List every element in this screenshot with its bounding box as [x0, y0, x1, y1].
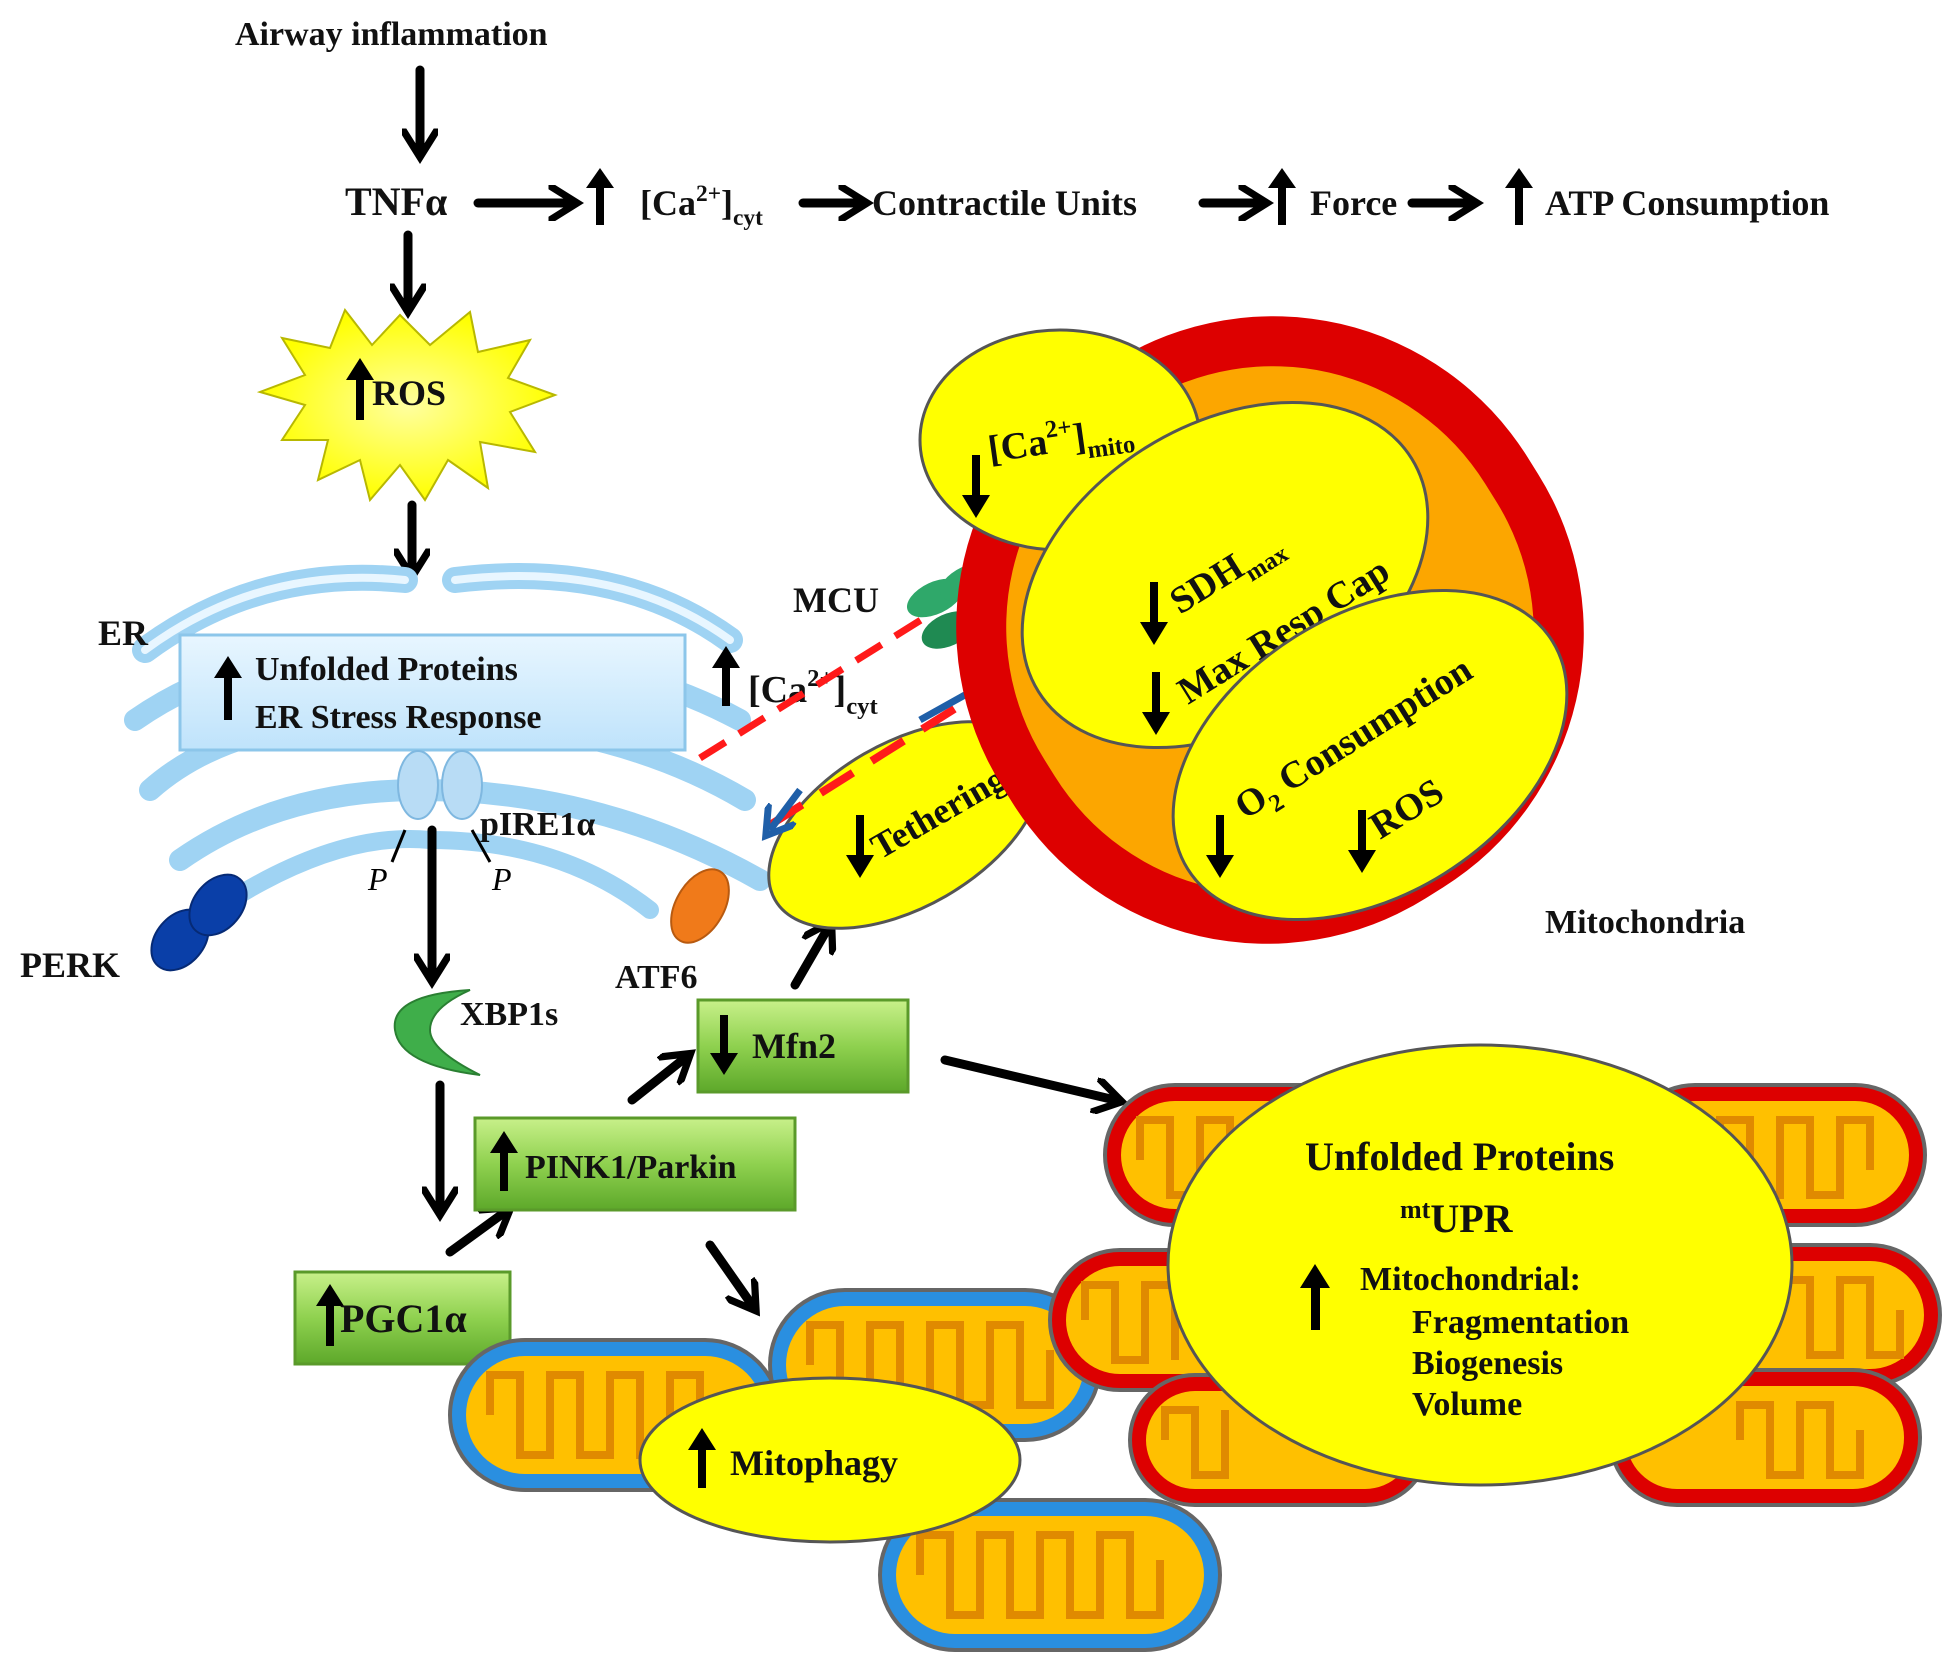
- ca-cyt-side-label: [Ca2+]cyt: [748, 665, 878, 720]
- up-arrow-icon: [586, 168, 614, 225]
- phospho-line: [470, 829, 492, 863]
- xbp1s-icon: [393, 989, 481, 1076]
- ca-mito-label: [Ca2+]mito: [985, 405, 1137, 478]
- atp-consumption-label: ATP Consumption: [1545, 183, 1829, 223]
- up-arrow-icon: [490, 1131, 518, 1191]
- up-arrow-icon: [346, 358, 374, 420]
- perk-label: PERK: [20, 945, 120, 985]
- ca-cyt-top-label: [Ca2+]cyt: [640, 181, 763, 231]
- airway-inflammation-label: Airway inflammation: [235, 16, 548, 53]
- mfn2-label: Mfn2: [752, 1026, 836, 1066]
- mitochondrial-label: Mitochondrial:: [1360, 1261, 1581, 1298]
- mitochondria-label: Mitochondria: [1545, 904, 1745, 941]
- up-arrow-icon: [1505, 168, 1533, 225]
- er-stress-response-label: ER Stress Response: [255, 699, 542, 736]
- unfolded-proteins-label: Unfolded Proteins: [255, 651, 518, 688]
- perk-icon: [150, 873, 248, 972]
- down-arrow-icon: [1140, 582, 1168, 645]
- arrow-pink1-to-mfn2: [627, 1058, 685, 1105]
- blue-arrow-to-er: [770, 787, 803, 830]
- atf6-icon: [670, 868, 730, 944]
- er-label: ER: [98, 613, 149, 653]
- down-arrow-icon: [1206, 815, 1234, 878]
- down-arrow-icon: [1348, 810, 1376, 873]
- mitophagy-ellipse: [638, 1376, 1022, 1544]
- up-arrow-icon: [316, 1284, 344, 1346]
- arrow-pink1-to-mitophagy: [705, 1240, 752, 1305]
- ros-starburst: [256, 307, 558, 503]
- down-arrow-icon: [710, 1015, 738, 1075]
- pink1-parkin-box: PINK1/Parkin: [473, 1116, 797, 1212]
- pgc1a-box: PGC1α: [293, 1270, 512, 1366]
- down-arrow-icon: [962, 455, 990, 518]
- o2-ros-ellipse: [1171, 588, 1569, 922]
- arrow-pgc1a-to-pink1: [445, 1212, 505, 1257]
- biogenesis-label: Biogenesis: [1412, 1345, 1563, 1382]
- xbp1s-label: XBP1s: [460, 996, 558, 1033]
- phospho-line: [390, 829, 407, 863]
- ros-label: ROS: [372, 373, 446, 413]
- up-arrow-icon: [214, 656, 242, 720]
- phospho-p-left: P: [367, 861, 388, 897]
- contractile-units-label: Contractile Units: [872, 183, 1137, 223]
- volume-label: Volume: [1412, 1386, 1522, 1423]
- mt-upr-ellipse: [1166, 1043, 1794, 1487]
- down-arrow-icon: [1142, 672, 1170, 735]
- up-arrow-icon: [1268, 168, 1296, 225]
- pire1a-label: pIRE1α: [480, 806, 595, 843]
- atf6-label: ATF6: [615, 959, 697, 996]
- tnf-label: TNFα: [345, 179, 447, 224]
- dashed-ca-to-mcu: [698, 530, 1065, 761]
- mt-unfolded-proteins-label: Unfolded Proteins: [1305, 1134, 1614, 1179]
- up-arrow-icon: [1300, 1264, 1330, 1330]
- mt-upr-label: mtUPR: [1400, 1195, 1514, 1241]
- mitophagy-label: Mitophagy: [730, 1443, 898, 1483]
- mcu-label: MCU: [793, 580, 879, 620]
- ire1-receptor: [397, 750, 483, 820]
- down-arrow-icon: [846, 815, 874, 878]
- up-arrow-icon: [712, 646, 740, 706]
- pink1-parkin-label: PINK1/Parkin: [525, 1149, 737, 1186]
- mfn2-box: Mfn2: [696, 998, 910, 1094]
- arrow-mfn2-to-tethering: [790, 928, 828, 990]
- up-arrow-icon: [688, 1428, 716, 1488]
- er-stress-box: [178, 633, 687, 752]
- force-label: Force: [1310, 183, 1397, 223]
- phospho-p-right: P: [491, 861, 512, 897]
- fragmentation-label: Fragmentation: [1412, 1304, 1629, 1341]
- pgc1a-label: PGC1α: [340, 1296, 467, 1341]
- arrow-mfn2-to-mito-network: [940, 1055, 1115, 1100]
